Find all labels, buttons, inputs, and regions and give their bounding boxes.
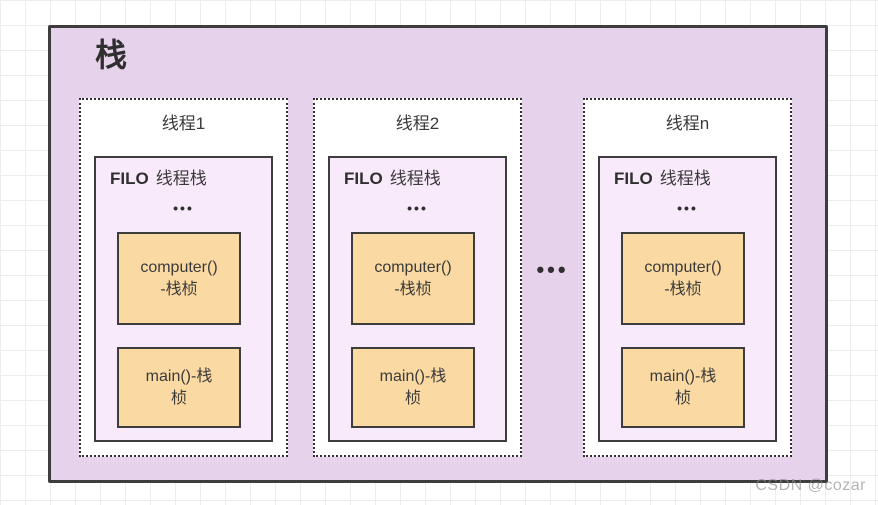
thread-label: 线程2 [395, 114, 440, 133]
filo-label: FILO [110, 169, 149, 188]
stack-frame-main: main()-栈 桢 [117, 347, 241, 428]
filo-label: FILO [344, 169, 383, 188]
stack-frame-computer: computer() -栈桢 [351, 232, 475, 325]
stack-frame-computer: computer() -栈桢 [621, 232, 745, 325]
stack-container: 栈 线程1 FILO 线程栈 ••• computer() -栈桢 main()-… [48, 25, 828, 483]
stack-label: 线程栈 [155, 169, 207, 188]
filo-thread-stack-1: FILO 线程栈 ••• computer() -栈桢 main()-栈 桢 [94, 156, 273, 442]
stack-title: 栈 [95, 37, 128, 73]
filo-thread-stack-n: FILO 线程栈 ••• computer() -栈桢 main()-栈 桢 [598, 156, 777, 442]
thread-box-2: 线程2 FILO 线程栈 ••• computer() -栈桢 main()-栈 … [313, 98, 522, 457]
filo-stack-title: FILO 线程栈 [110, 164, 207, 189]
filo-label: FILO [614, 169, 653, 188]
thread-box-1: 线程1 FILO 线程栈 ••• computer() -栈桢 main()-栈 … [79, 98, 288, 457]
stack-frame-main: main()-栈 桢 [351, 347, 475, 428]
stack-label: 线程栈 [389, 169, 441, 188]
filo-stack-title: FILO 线程栈 [344, 164, 441, 189]
thread-label: 线程n [665, 114, 710, 133]
thread-label: 线程1 [161, 114, 206, 133]
watermark: CSDN @cozar [755, 477, 866, 494]
ellipsis-dots: ••• [677, 200, 698, 216]
stack-frame-computer: computer() -栈桢 [117, 232, 241, 325]
filo-stack-title: FILO 线程栈 [614, 164, 711, 189]
stack-label: 线程栈 [659, 169, 711, 188]
ellipsis-dots: ••• [173, 200, 194, 216]
filo-thread-stack-2: FILO 线程栈 ••• computer() -栈桢 main()-栈 桢 [328, 156, 507, 442]
thread-box-n: 线程n FILO 线程栈 ••• computer() -栈桢 main()-栈 … [583, 98, 792, 457]
threads-ellipsis-dots: ••• [536, 257, 569, 282]
ellipsis-dots: ••• [407, 200, 428, 216]
stack-frame-main: main()-栈 桢 [621, 347, 745, 428]
